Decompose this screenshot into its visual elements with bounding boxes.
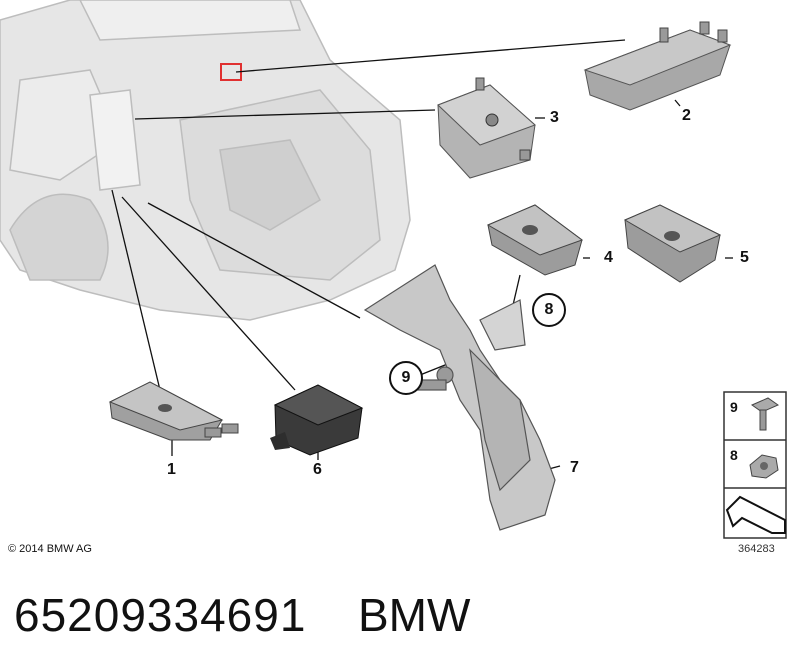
callout-3: 3 [550,109,559,126]
part-number: 65209334691 [14,589,307,641]
leader-lines [111,39,733,471]
callout-9-circle: 9 [389,361,423,395]
legend-screw-number: 9 [730,399,738,415]
brand-name: BMW [358,589,471,641]
callout-6: 6 [313,461,322,478]
part-4-module [486,204,584,276]
parts-diagram [0,0,787,539]
diagram-id: 364283 [738,543,775,555]
callout-7: 7 [570,459,579,476]
arrow-icon [725,495,786,534]
callout-8-circle: 8 [532,293,566,327]
callout-5: 5 [740,249,749,266]
nut-icon [749,454,779,479]
part-1-amplifier [108,381,239,441]
vehicle-body [0,0,411,321]
part-7-bracket [363,264,556,531]
legend-nut-number: 8 [730,447,738,463]
part-3-module [437,77,536,179]
part-6-control-unit [270,384,364,456]
screw-icon [750,397,780,431]
callout-4: 4 [604,249,613,266]
callout-2: 2 [682,107,691,124]
part-2-module [583,21,732,111]
part-5-module [623,204,722,283]
callout-1: 1 [167,461,176,478]
copyright-text: © 2014 BMW AG [8,543,92,555]
